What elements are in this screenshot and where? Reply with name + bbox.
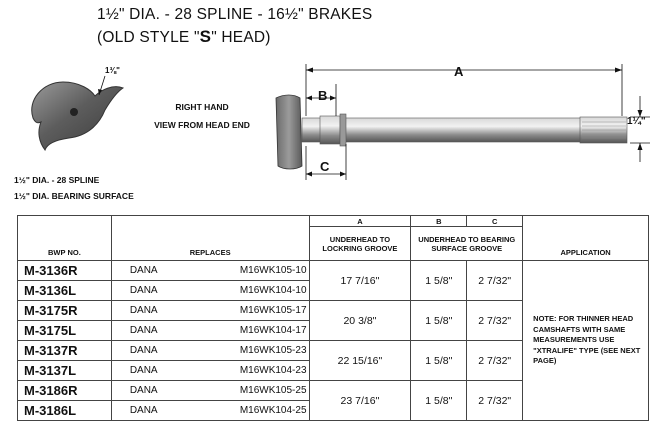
replaces-part-number: M16WK105-23 (239, 345, 307, 356)
replaces-part-number: M16WK105-10 (239, 265, 307, 276)
page-subtitle: (OLD STYLE "S" HEAD) (97, 27, 271, 47)
dim-label-diameter: 1¼" (627, 116, 646, 127)
head-dimension-label: 1⅜" (105, 66, 120, 75)
bwp-number: M-3136R (17, 260, 112, 281)
replaces-brand: DANA (129, 285, 158, 296)
replaces-brand: DANA (129, 345, 158, 356)
subtitle-s-letter: S (199, 27, 212, 46)
bwp-number: M-3137L (17, 360, 112, 381)
replaces-part-number: M16WK104-25 (239, 405, 307, 416)
replaces-cell: DANA M16WK104-23 (110, 360, 310, 381)
bwp-number: M-3137R (17, 340, 112, 361)
replaces-brand: DANA (129, 325, 158, 336)
replaces-cell: DANA M16WK105-10 (110, 260, 310, 281)
spline-spec: 1½" DIA. - 28 SPLINE (14, 175, 100, 185)
s-head-drawing (31, 75, 125, 152)
measurement-a: 22 15/16" (308, 340, 412, 381)
bwp-number: M-3175R (17, 300, 112, 321)
col-header-application: APPLICATION (522, 215, 649, 261)
bwp-number: M-3136L (17, 280, 112, 301)
view-label-line1: RIGHT HAND (175, 102, 229, 112)
dim-label-b: B (318, 88, 328, 103)
page-title: 1½" DIA. - 28 SPLINE - 16½" BRAKES (97, 6, 373, 23)
dim-label-a: A (454, 64, 464, 79)
view-label-line2: VIEW FROM HEAD END (154, 120, 250, 130)
table-row: M-3186L DANA M16WK104-25 (17, 400, 649, 421)
bwp-number: M-3175L (17, 320, 112, 341)
replaces-brand: DANA (129, 365, 158, 376)
camshaft-drawing (275, 64, 650, 180)
replaces-part-number: M16WK104-10 (239, 285, 307, 296)
col-letter-a: A (308, 215, 412, 227)
replaces-cell: DANA M16WK105-23 (110, 340, 310, 361)
replaces-brand: DANA (129, 405, 158, 416)
replaces-cell: DANA M16WK105-25 (110, 380, 310, 401)
replaces-cell: DANA M16WK104-17 (110, 320, 310, 341)
bwp-number: M-3186R (17, 380, 112, 401)
col-letter-c: C (466, 215, 524, 227)
measurement-a: 23 7/16" (308, 380, 412, 421)
application-note: NOTE: FOR THINNER HEAD CAMSHAFTS WITH SA… (522, 260, 649, 421)
table-row: M-3137L DANA M16WK104-23 (17, 360, 649, 381)
replaces-cell: DANA M16WK104-10 (110, 280, 310, 301)
measurement-c: 2 7/32" (466, 260, 524, 301)
replaces-part-number: M16WK104-23 (239, 365, 307, 376)
col-header-bwp: BWP NO. (17, 215, 112, 261)
measurement-c: 2 7/32" (466, 300, 524, 341)
measurement-b: 1 5/8" (410, 260, 468, 301)
col-header-replaces: REPLACES (110, 215, 310, 261)
bearing-spec: 1½" DIA. BEARING SURFACE (14, 191, 134, 201)
replaces-cell: DANA M16WK104-25 (110, 400, 310, 421)
replaces-part-number: M16WK105-17 (239, 305, 307, 316)
dim-label-c: C (320, 159, 330, 174)
replaces-brand: DANA (129, 385, 158, 396)
measurement-b: 1 5/8" (410, 300, 468, 341)
replaces-brand: DANA (129, 305, 158, 316)
replaces-part-number: M16WK105-25 (239, 385, 307, 396)
subtitle-prefix: (OLD STYLE " (97, 29, 200, 46)
col-header-a: UNDERHEAD TO LOCKRING GROOVE (308, 226, 412, 261)
measurement-a: 17 7/16" (308, 260, 412, 301)
measurement-c: 2 7/32" (466, 340, 524, 381)
measurement-c: 2 7/32" (466, 380, 524, 421)
replaces-brand: DANA (129, 265, 158, 276)
bwp-number: M-3186L (17, 400, 112, 421)
subtitle-suffix: " HEAD) (211, 29, 271, 46)
measurement-b: 1 5/8" (410, 340, 468, 381)
replaces-part-number: M16WK104-17 (239, 325, 307, 336)
measurement-a: 20 3/8" (308, 300, 412, 341)
camshaft-table: BWP NO. REPLACES A B C APPLICATION UNDER… (17, 215, 649, 421)
col-header-bc: UNDERHEAD TO BEARING SURFACE GROOVE (410, 226, 524, 261)
table-row: M-3136L DANA M16WK104-10 (17, 280, 649, 301)
replaces-cell: DANA M16WK105-17 (110, 300, 310, 321)
col-letter-b: B (410, 215, 468, 227)
measurement-b: 1 5/8" (410, 380, 468, 421)
